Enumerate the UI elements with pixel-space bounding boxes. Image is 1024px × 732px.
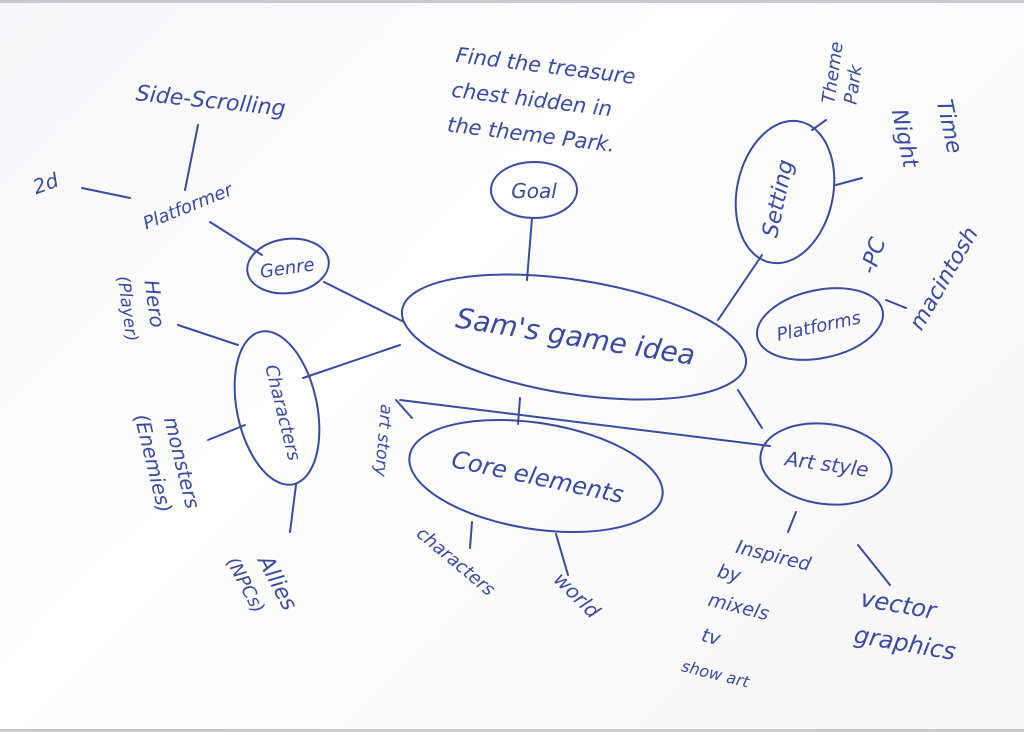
line-char-hero xyxy=(177,324,239,346)
genre-side-scrolling-label: Side-Scrolling xyxy=(135,81,287,122)
night-time-label: Night Time xyxy=(886,97,967,171)
svg-text:by: by xyxy=(715,560,744,587)
characters-ellipse xyxy=(233,330,321,486)
svg-text:Night: Night xyxy=(886,107,923,171)
setting-ellipse xyxy=(734,119,836,265)
platforms-label: Platforms xyxy=(775,307,863,345)
theme-park-label: Theme Park xyxy=(818,40,867,106)
genre-2d-label: 2d xyxy=(30,168,62,199)
line-center-art xyxy=(737,389,763,429)
center-ellipse xyxy=(400,273,748,401)
genre-label: Genre xyxy=(259,254,316,282)
svg-text:Park: Park xyxy=(840,62,867,106)
artstyle-label: Art style xyxy=(782,446,871,482)
svg-text:Time: Time xyxy=(931,97,967,156)
line-art-inspired xyxy=(787,511,797,533)
line-platform-mac xyxy=(885,299,907,309)
line-core-world xyxy=(555,533,569,576)
svg-text:tv: tv xyxy=(699,624,723,650)
setting-label: Setting xyxy=(758,157,799,239)
svg-text:Hero: Hero xyxy=(139,278,169,329)
line-char-monsters xyxy=(207,424,246,441)
line-center-characters xyxy=(302,344,401,379)
line-char-allies xyxy=(289,484,297,533)
line-platformer-side xyxy=(184,124,199,191)
paper-bottom-edge xyxy=(0,729,1024,732)
line-art-vector xyxy=(857,544,891,586)
platform-pc-label: -PC xyxy=(856,234,891,277)
goal-ellipse xyxy=(490,161,578,219)
monsters-label: monsters (Enemies) xyxy=(129,411,205,515)
svg-text:mixels: mixels xyxy=(706,589,771,625)
core-label: Core elements xyxy=(449,445,626,509)
line-platformer-2d xyxy=(81,187,131,199)
svg-text:Inspired: Inspired xyxy=(734,536,814,576)
center-label: Sam's game idea xyxy=(454,301,698,371)
paper-top-edge xyxy=(0,0,1024,3)
line-core-art xyxy=(399,399,771,447)
core-art-story-label: art story xyxy=(370,403,396,478)
node-shapes xyxy=(233,119,893,534)
line-center-setting xyxy=(717,254,763,321)
core-world-label: world xyxy=(549,567,605,623)
connector-lines xyxy=(81,119,907,586)
goal-description: Find the treasure chest hidden in the th… xyxy=(446,43,637,157)
line-setting-night xyxy=(835,177,863,186)
svg-text:vector: vector xyxy=(858,584,940,625)
goal-text-line: the theme Park. xyxy=(446,112,616,156)
line-center-genre xyxy=(323,281,405,323)
svg-text:(Player): (Player) xyxy=(113,275,142,343)
goal-label: Goal xyxy=(511,179,557,203)
artstyle-ellipse xyxy=(759,422,893,506)
line-core-characters xyxy=(469,521,473,549)
line-core-artstory xyxy=(395,399,413,419)
allies-label: Allies (NPCs) xyxy=(222,550,302,617)
line-center-goal xyxy=(526,217,533,281)
art-vector-label: vector graphics xyxy=(852,584,958,666)
svg-text:graphics: graphics xyxy=(852,621,958,666)
genre-ellipse xyxy=(246,237,330,295)
genre-platformer-label: Platformer xyxy=(140,179,237,235)
core-characters-label: characters xyxy=(412,523,499,601)
line-genre-platformer xyxy=(209,221,263,256)
svg-text:show art: show art xyxy=(680,656,752,691)
platforms-ellipse xyxy=(756,287,884,361)
characters-label: Characters xyxy=(260,362,304,462)
platform-macintosh-label: macintosh xyxy=(905,223,984,335)
art-inspired-label: Inspired by mixels tv show art xyxy=(680,536,814,692)
core-ellipse xyxy=(408,418,664,534)
hero-label: Hero (Player) xyxy=(113,275,170,343)
